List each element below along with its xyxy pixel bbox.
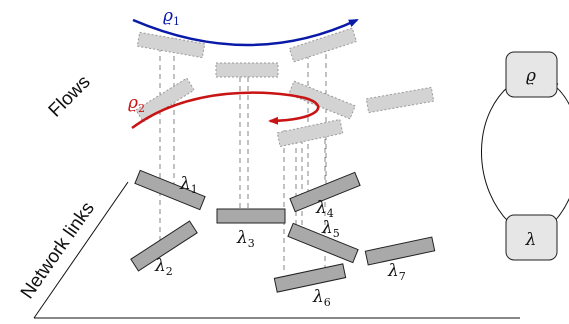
flow-curve-1 [132,18,359,47]
link-box-1 [134,169,206,211]
link-box-6 [273,263,347,293]
cycle-arrow-right [547,81,569,229]
cycle-node-top [505,51,558,98]
link-label-5: λ5 [321,218,340,240]
cycle-diagram: ϱ λ [481,51,569,261]
link-label-6: λ6 [312,287,331,309]
network-link-boxes [130,169,436,293]
link-label-4: λ4 [315,198,334,220]
link-box-5 [287,222,359,264]
links-axis-label: Network links [17,198,99,303]
flows-axis-label: Flows [45,72,95,122]
link-box-3 [216,208,286,224]
link-box-7 [364,236,436,266]
cycle-arrow-left [481,79,518,229]
links-axis-diagonal [33,181,129,319]
flow-label-2: ϱ2 [128,93,145,115]
flow-layer-boxes [135,27,435,148]
flow-box-4 [135,77,195,123]
flow-box-5 [288,80,356,120]
flow-label-1: ϱ1 [163,6,180,28]
link-box-2 [130,220,198,272]
flow-box-7 [276,118,344,148]
flow-curve-2 [131,91,320,130]
flow-box-6 [365,86,435,114]
flow-box-3 [288,27,358,63]
cycle-node-top-label: ϱ [526,66,536,86]
cycle-node-bottom-label: λ [525,230,537,250]
cycle-node-bottom [505,214,558,261]
flow-box-2 [215,62,279,78]
link-label-2: λ2 [154,256,173,278]
link-label-7: λ7 [387,261,406,283]
link-label-1: λ1 [179,174,198,196]
flow-box-1 [136,31,206,59]
link-label-3: λ3 [236,228,255,250]
link-box-4 [289,171,361,213]
